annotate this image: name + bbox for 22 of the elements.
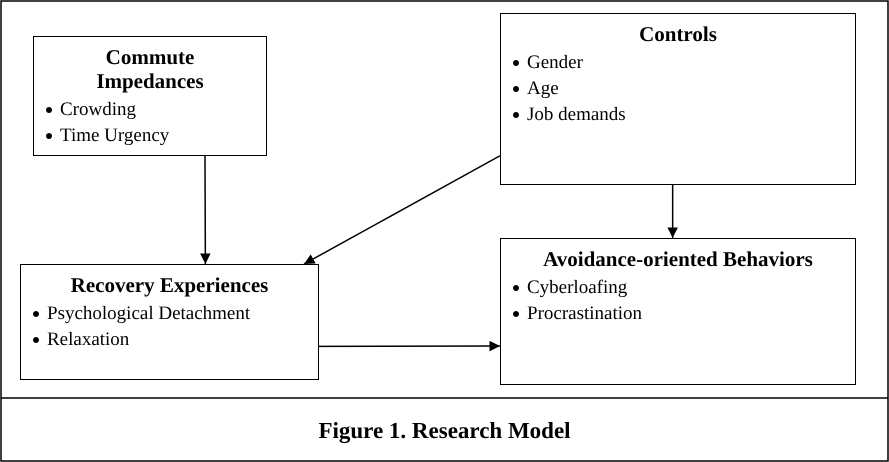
bullet-item: Time Urgency	[60, 124, 170, 148]
arrow	[319, 340, 500, 352]
bullet-item: Age	[527, 77, 559, 101]
arrow	[304, 155, 500, 265]
bullet-item: Procrastination	[527, 302, 642, 326]
box-heading: Controls	[638, 22, 718, 46]
factor-box	[20, 264, 319, 380]
bullet-item: Job demands	[527, 103, 626, 127]
arrow	[667, 185, 678, 238]
arrow	[200, 156, 211, 264]
bullet-item: Psychological Detachment	[47, 302, 250, 326]
box-heading: Recovery Experiences	[70, 273, 270, 297]
bullet-item: Relaxation	[47, 328, 130, 352]
bullet-item: Gender	[527, 51, 583, 75]
factor-box	[500, 13, 856, 185]
box-heading: Commute Impedances	[95, 45, 205, 93]
factor-box	[500, 238, 856, 385]
figure-caption: Figure 1. Research Model	[317, 417, 572, 446]
box-heading: Avoidance-oriented Behaviors	[542, 247, 814, 271]
bullet-item: Cyberloafing	[527, 276, 628, 300]
bullet-item: Crowding	[60, 98, 136, 122]
factor-box	[33, 36, 267, 156]
